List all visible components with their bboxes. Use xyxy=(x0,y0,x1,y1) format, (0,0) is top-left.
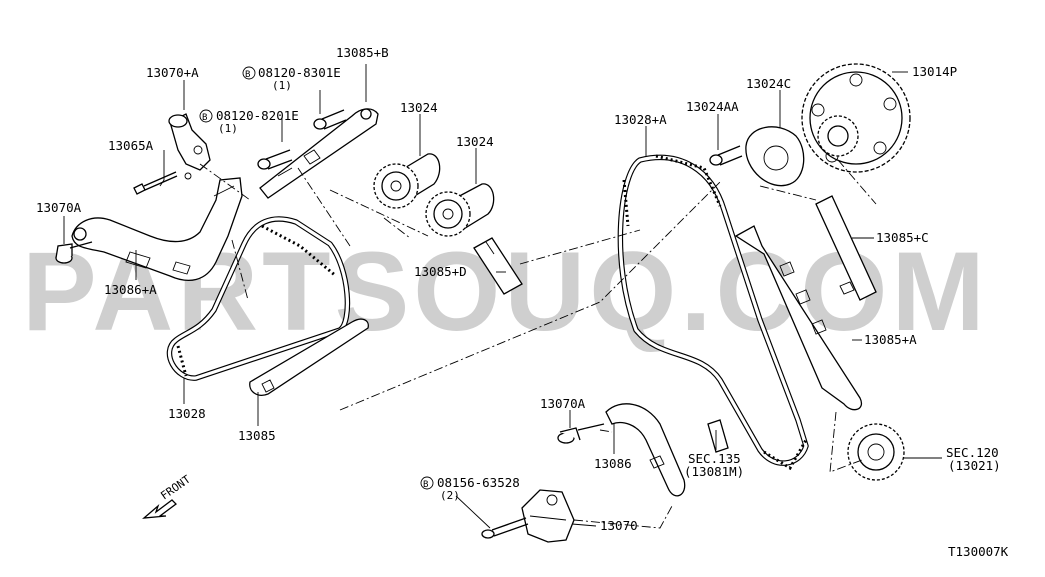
label-13028: 13028 xyxy=(168,406,206,421)
chain-guide-13085 xyxy=(249,318,369,396)
bolt-symbol-icon xyxy=(420,476,434,490)
crankshaft-sprocket-13014p xyxy=(801,63,911,173)
label-sec135-ref: (13081M) xyxy=(684,464,744,479)
camshaft-sprocket-lower xyxy=(425,183,495,237)
reference-lines xyxy=(199,159,877,529)
tensioner-upper-left xyxy=(168,113,211,180)
diagram-code: T130007K xyxy=(948,544,1009,559)
timing-chain-13028a xyxy=(617,154,809,471)
label-08156-63528-qty: (2) xyxy=(440,489,460,502)
bolt-symbol-text: B xyxy=(423,480,428,490)
chain-guide-13085d xyxy=(473,237,523,295)
chain-guide-13086a xyxy=(71,177,243,282)
timing-chain-13028 xyxy=(166,216,351,381)
label-13086a: 13086+A xyxy=(104,282,157,297)
bolt-13070a-right xyxy=(557,423,605,444)
bolt-13024aa xyxy=(709,145,743,166)
crankshaft-sprocket-sec120 xyxy=(847,423,905,481)
label-13028a: 13028+A xyxy=(614,112,667,127)
label-13024-upper: 13024 xyxy=(400,100,438,115)
chain-guide-13085c xyxy=(815,195,877,301)
chain-guide-13086 xyxy=(605,403,686,497)
label-13014p: 13014P xyxy=(912,64,957,79)
chain-guide-13085a xyxy=(734,225,863,411)
label-08120-8201e: 08120-8201E xyxy=(216,108,299,123)
bolt-08120-8201e xyxy=(257,149,293,170)
bolt-symbol-icon xyxy=(242,66,256,80)
bolt-symbol-text: B xyxy=(245,70,250,80)
bolt-13070a-left xyxy=(55,241,93,264)
label-13065a: 13065A xyxy=(108,138,154,153)
label-13070: 13070 xyxy=(600,518,638,533)
label-13085b: 13085+B xyxy=(336,45,389,60)
label-sec120-ref: (13021) xyxy=(948,458,1001,473)
label-13024-lower: 13024 xyxy=(456,134,494,149)
label-08120-8301e: 08120-8301E xyxy=(258,65,341,80)
bolt-13065a xyxy=(133,171,178,195)
label-sec120: SEC.120 xyxy=(946,445,999,460)
bolt-08120-8301e xyxy=(313,109,347,130)
label-13070a-right: 13070A xyxy=(540,396,586,411)
label-08120-8301e-qty: (1) xyxy=(272,79,292,92)
bolt-symbol-icon xyxy=(199,109,213,123)
front-arrow-icon xyxy=(142,499,177,519)
label-13085c: 13085+C xyxy=(876,230,929,245)
camshaft-sprocket-upper xyxy=(373,153,441,209)
sprocket-plate-13024c xyxy=(745,126,805,187)
label-08156-63528: 08156-63528 xyxy=(437,475,520,490)
label-13086: 13086 xyxy=(594,456,632,471)
label-front: FRONT xyxy=(158,473,193,503)
label-13085d: 13085+D xyxy=(414,264,467,279)
label-13024c: 13024C xyxy=(746,76,791,91)
label-08120-8201e-qty: (1) xyxy=(218,122,238,135)
chain-guide-13085b xyxy=(259,108,379,199)
label-13085: 13085 xyxy=(238,428,276,443)
bolt-symbol-text: B xyxy=(202,113,207,123)
bolt-08156-63528 xyxy=(481,517,529,539)
label-13085a: 13085+A xyxy=(864,332,917,347)
label-sec135: SEC.135 xyxy=(688,451,741,466)
dowel-pin-sec135 xyxy=(707,419,729,453)
label-13070a-upper: 13070+A xyxy=(146,65,199,80)
label-13070a-left: 13070A xyxy=(36,200,82,215)
label-13024aa: 13024AA xyxy=(686,99,739,114)
leader-lines xyxy=(63,64,942,529)
tensioner-13070 xyxy=(521,489,575,543)
